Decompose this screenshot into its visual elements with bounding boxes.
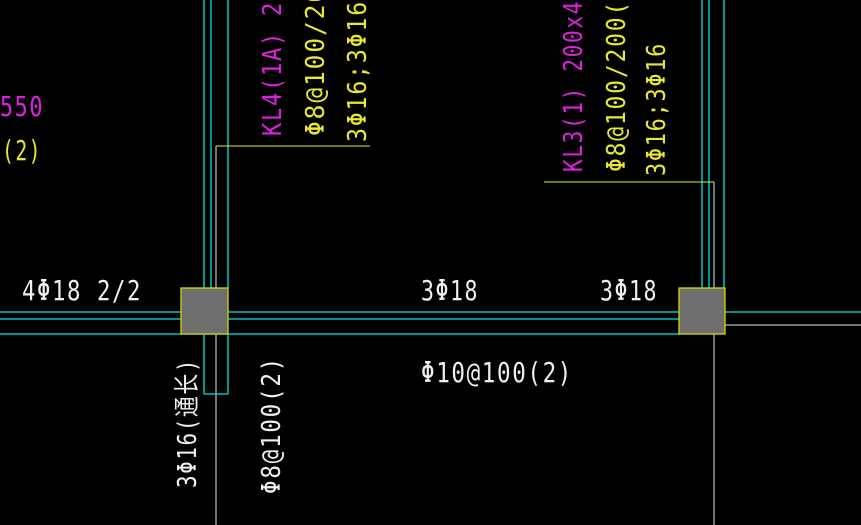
beam-lines bbox=[0, 0, 861, 395]
bottom-stirrup-label: Φ10@100(2) bbox=[421, 356, 573, 389]
kl3-stirrup-label: Φ8@100/200( bbox=[602, 0, 632, 172]
kl4-stirrup-label: Φ8@100/20 bbox=[301, 0, 331, 136]
bottom-mid-top-rebar-label: 3Φ18 bbox=[421, 274, 479, 307]
left-legs-label: (2) bbox=[2, 134, 42, 167]
left-span-label: 550 bbox=[0, 90, 44, 123]
bottom-right-top-rebar-label: 3Φ18 bbox=[600, 274, 658, 307]
kl4-rebar-label: 3Φ16;3Φ16 bbox=[343, 0, 373, 142]
kl3-rebar-label: 3Φ16;3Φ16 bbox=[642, 42, 672, 176]
vertical-stirrup-label: Φ8@100(2) bbox=[257, 356, 287, 494]
bottom-left-top-rebar-label: 4Φ18 2/2 bbox=[22, 274, 142, 307]
column-right[interactable] bbox=[678, 287, 726, 335]
leader-lines bbox=[216, 145, 714, 183]
column-left[interactable] bbox=[180, 287, 229, 335]
vertical-continuous-rebar-label: 3Φ16(通长) bbox=[173, 358, 203, 488]
white-reference-lines bbox=[215, 146, 861, 525]
kl4-name-label: KL4(1A) 20 bbox=[258, 0, 288, 136]
columns bbox=[180, 287, 726, 335]
kl3-name-label: KL3(1) 200x4 bbox=[559, 0, 589, 172]
